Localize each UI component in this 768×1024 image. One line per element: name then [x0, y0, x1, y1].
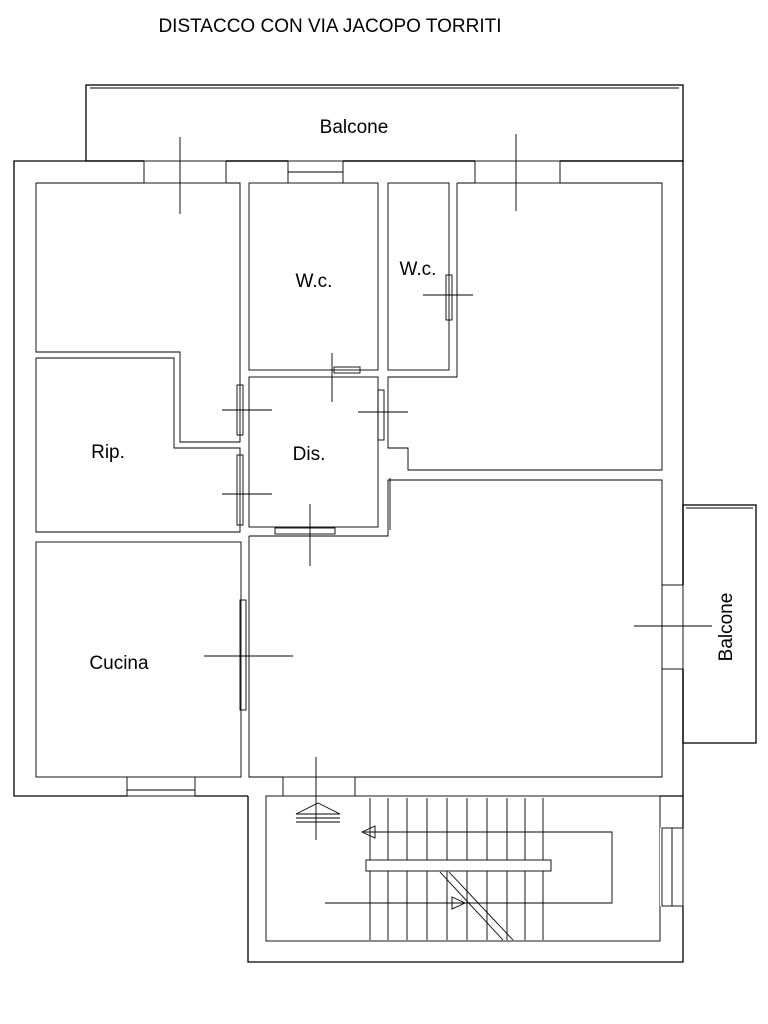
room-bedroom-right: [387, 182, 663, 471]
label-wc-right: W.c.: [400, 259, 437, 280]
room-ripostiglio: [35, 357, 241, 533]
plan-title: DISTACCO CON VIA JACOPO TORRITI: [158, 16, 501, 37]
label-ripostiglio: Rip.: [91, 442, 125, 463]
light-points: [179, 134, 712, 840]
entrance-symbol: [295, 802, 341, 823]
room-wc-right: [387, 182, 450, 371]
room-bedroom-left: [35, 182, 241, 443]
label-balcone-top: Balcone: [320, 117, 389, 138]
doors: [236, 274, 453, 711]
staircase: [325, 798, 613, 941]
interior-walls: [35, 182, 663, 942]
outer-walls: [13, 160, 684, 963]
label-wc-left: W.c.: [296, 271, 333, 292]
room-disimpegno: [248, 376, 379, 528]
room-labels: Balcone W.c. W.c. Rip. Dis. Cucina Balco…: [89, 117, 737, 674]
windows: [126, 159, 686, 907]
label-disimpegno: Dis.: [293, 444, 326, 465]
room-living: [248, 479, 663, 778]
label-cucina: Cucina: [89, 653, 149, 674]
label-balcone-right: Balcone: [716, 593, 737, 662]
